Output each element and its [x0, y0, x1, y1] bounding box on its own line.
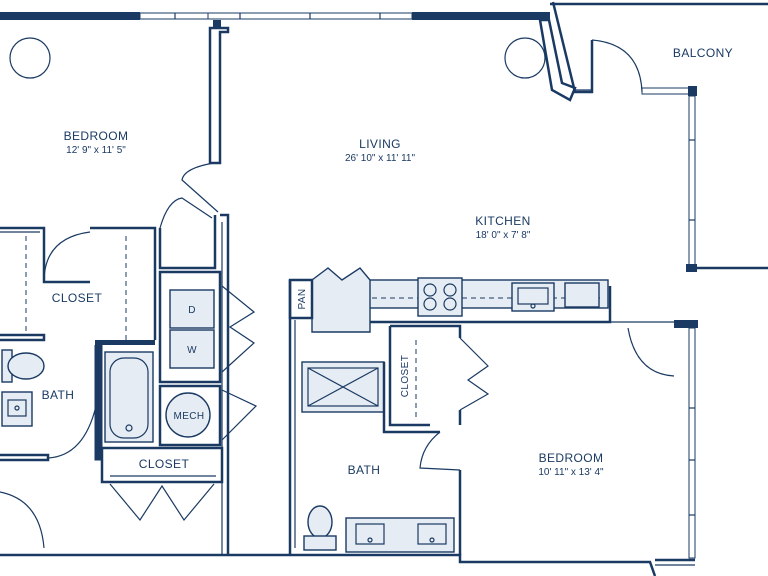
- bedroom-right-size: 10' 11" x 13' 4": [538, 467, 604, 478]
- bath-right-name: BATH: [348, 463, 381, 477]
- fridge: [311, 267, 371, 333]
- dryer-name: D: [188, 305, 196, 316]
- door-swing: [43, 231, 91, 283]
- bedroom-left-size: 12' 9" x 11' 5": [66, 145, 126, 156]
- door-swing: [159, 197, 213, 229]
- door-swing: [221, 389, 258, 441]
- closet-bottom-name: CLOSET: [139, 457, 190, 471]
- balcony-name: BALCONY: [673, 46, 733, 60]
- door-swing: [627, 327, 675, 377]
- dishwasher: [564, 282, 600, 308]
- mech-unit: [165, 392, 211, 438]
- pantry-name: PAN: [297, 288, 308, 309]
- toilet: [307, 505, 333, 539]
- door-swing: [181, 162, 219, 213]
- bifold-door: [221, 285, 256, 373]
- closet-right-name: CLOSET: [400, 355, 411, 397]
- door-swing: [591, 39, 643, 93]
- door-swing: [47, 405, 97, 459]
- bath-left-name: BATH: [42, 388, 75, 402]
- toilet: [7, 352, 45, 380]
- bifold-door: [459, 337, 490, 411]
- bedroom-right-name: BEDROOM: [539, 451, 604, 465]
- toilet-tank: [303, 535, 337, 551]
- vanity: [345, 517, 455, 553]
- door-swing: [0, 491, 45, 549]
- washer: [169, 329, 215, 369]
- column: [9, 37, 51, 79]
- closet-left-name: CLOSET: [52, 291, 103, 305]
- room-labels: BEDROOM 12' 9" x 11' 5" LIVING 26' 10" x…: [42, 46, 733, 478]
- doors: [0, 37, 675, 549]
- balcony-rail: [641, 87, 691, 95]
- bifold-door: [109, 483, 215, 522]
- window: [139, 12, 209, 20]
- bedroom-left-name: BEDROOM: [64, 129, 129, 143]
- living-size: 26' 10" x 11' 11": [345, 153, 415, 164]
- mech-name: MECH: [173, 411, 204, 422]
- washer-name: W: [187, 345, 197, 356]
- right-core-walls: [288, 267, 612, 555]
- bathtub: [104, 351, 154, 443]
- living-name: LIVING: [359, 137, 401, 151]
- dryer: [169, 289, 215, 329]
- kitchen-name: KITCHEN: [475, 214, 530, 228]
- column: [504, 37, 546, 79]
- cooktop: [417, 277, 463, 317]
- left-core-walls: [0, 213, 230, 555]
- sink: [1, 391, 33, 427]
- kitchen-size: 18' 0" x 7' 8": [476, 230, 531, 241]
- door-swing: [419, 431, 461, 471]
- window: [688, 95, 696, 269]
- window: [688, 327, 696, 559]
